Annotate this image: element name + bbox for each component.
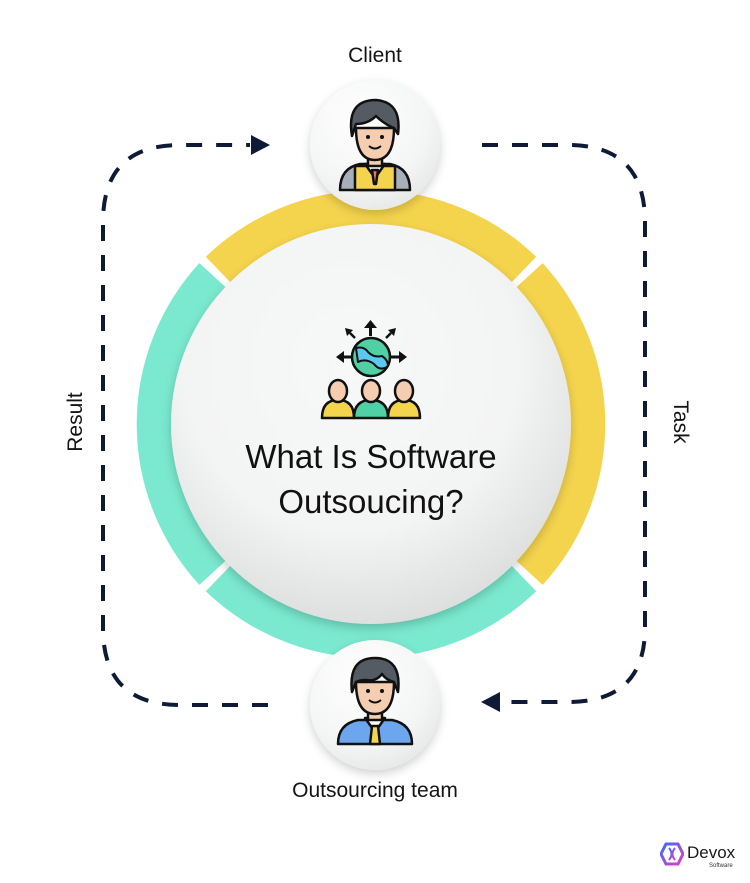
result-arrow-path [101, 143, 268, 707]
client-node [310, 80, 440, 210]
brand-name: Devox [687, 843, 736, 862]
center-circle [171, 224, 571, 624]
ring-segment-bottom [205, 562, 537, 658]
brand-sub: Software [709, 863, 733, 869]
task-arrowhead-icon [481, 692, 500, 712]
title-line-2: Outsoucing? [278, 483, 464, 520]
team-label: Outsourcing team [292, 779, 458, 802]
task-flow-label: Task [669, 400, 692, 444]
result-arrowhead-icon [251, 135, 270, 155]
result-flow-label: Result [64, 392, 87, 452]
team-member-icon [336, 656, 414, 746]
ring [136, 190, 606, 658]
title-line-1: What Is Software [245, 438, 497, 475]
task-arrow-path [482, 143, 647, 704]
diagram-title: What Is Software Outsoucing? [171, 434, 571, 524]
client-label: Client [348, 44, 402, 67]
flow-arrows [101, 143, 647, 707]
team-node [310, 640, 440, 770]
devox-logo-icon [660, 842, 684, 866]
ring-segment-left [136, 263, 229, 585]
client-businessman-icon [338, 98, 412, 192]
global-team-icon [320, 320, 422, 420]
ring-segment-right [513, 263, 606, 585]
ring-segment-top [205, 190, 537, 286]
